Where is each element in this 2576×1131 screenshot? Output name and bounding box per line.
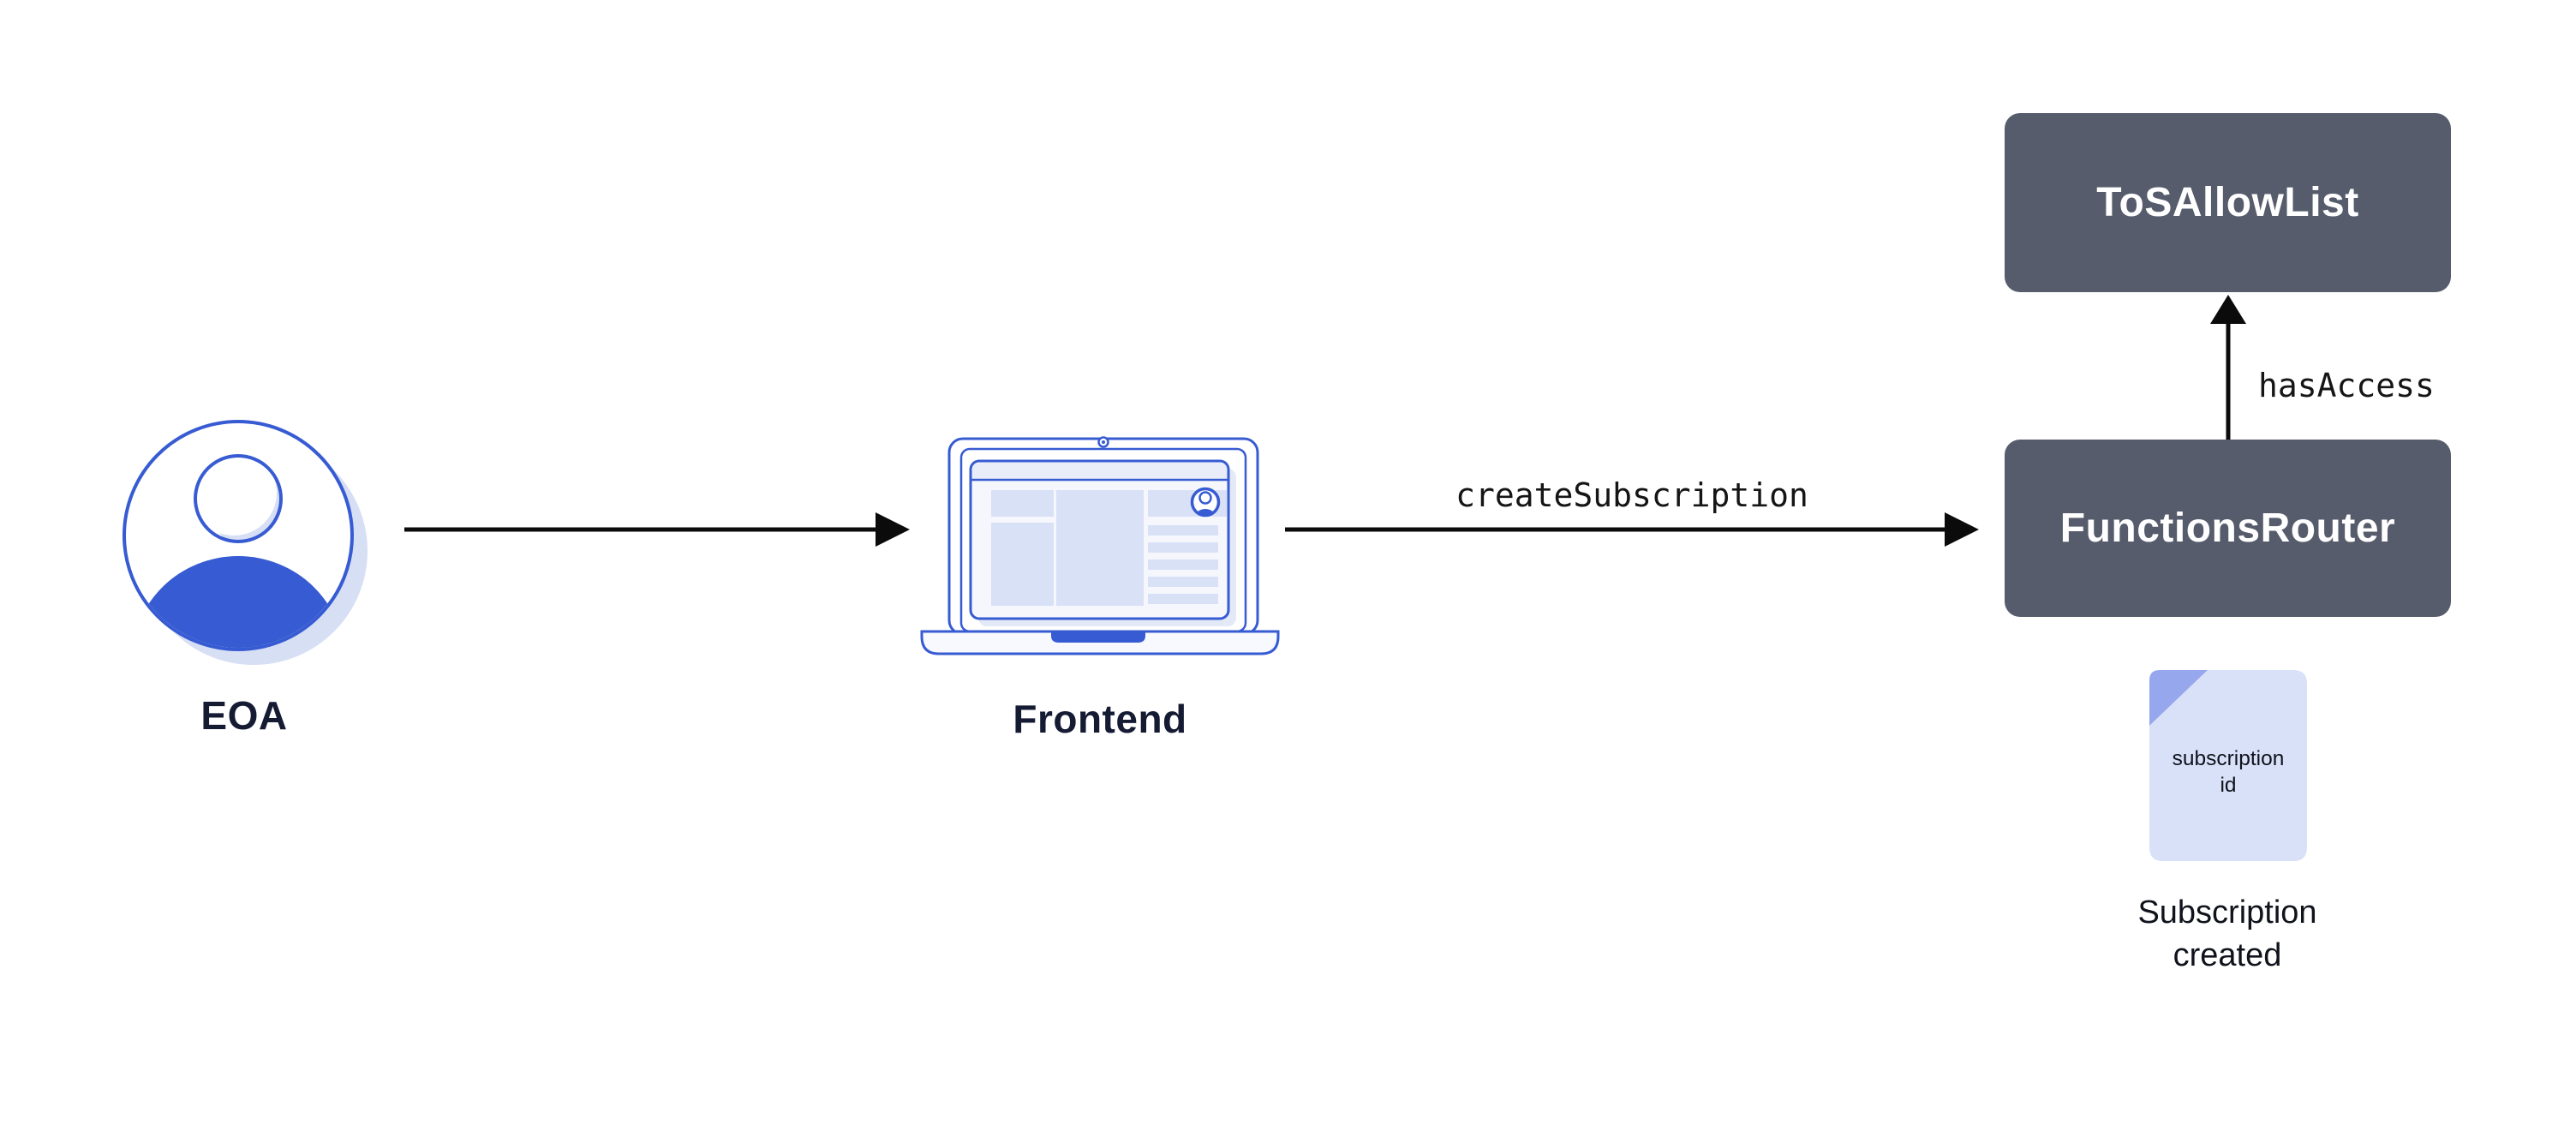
tos-allow-list-box: ToSAllowList [2005, 113, 2451, 292]
edge-label-create-subscription: createSubscription [1455, 476, 1808, 514]
eoa-user-icon [123, 420, 368, 665]
laptop-base-notch [1051, 631, 1145, 643]
arrowhead-right-icon [1945, 512, 1979, 547]
browser-top-bar [971, 463, 1228, 479]
functions-router-label: FunctionsRouter [2059, 506, 2396, 551]
arrowhead-up-icon [2210, 295, 2246, 324]
document-text-line1: subscription [2172, 747, 2285, 770]
frontend-label: Frontend [1013, 697, 1187, 741]
eoa-head-outline [194, 454, 283, 543]
arrow-functionsrouter-to-tosallowlist [2210, 295, 2246, 440]
caption-line2: created [2173, 937, 2282, 973]
arrow-eoa-to-frontend [404, 512, 910, 547]
edge-label-has-access: hasAccess [2258, 367, 2435, 404]
document-text-line2: id [2220, 774, 2237, 797]
eoa-body [132, 556, 344, 648]
subscription-document-icon [2149, 670, 2307, 861]
arrow-frontend-to-functionsrouter [1285, 512, 1979, 547]
document-page [2149, 670, 2307, 861]
eoa-label: EOA [200, 693, 288, 738]
functions-router-box: FunctionsRouter [2005, 440, 2451, 617]
document-fold [2149, 670, 2208, 726]
eoa-circle-outline [123, 420, 354, 651]
frontend-laptop-icon [920, 436, 1280, 655]
subscription-created-caption: Subscription created [2099, 891, 2356, 977]
caption-line1: Subscription [2137, 895, 2317, 931]
tos-allow-list-label: ToSAllowList [2096, 180, 2359, 225]
arrowhead-right-icon [876, 512, 910, 547]
document-text: subscription id [2143, 745, 2314, 799]
